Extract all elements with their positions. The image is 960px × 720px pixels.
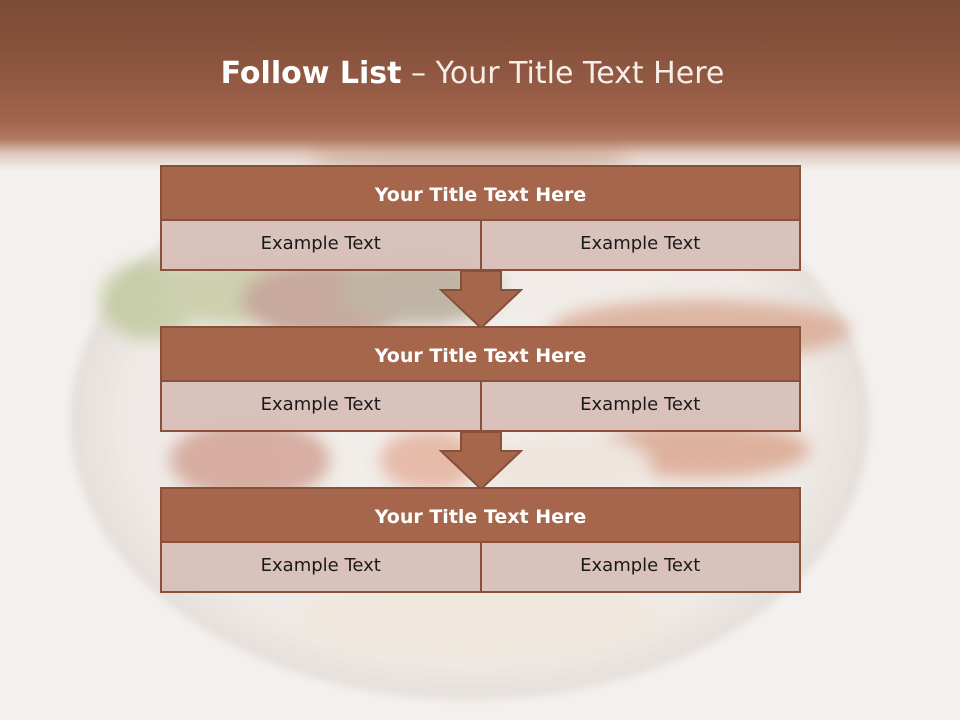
block-row: Example Text Example Text — [160, 221, 801, 271]
title-rest: – Your Title Text Here — [411, 56, 725, 91]
block-title: Your Title Text Here — [160, 487, 801, 543]
slide-title: Follow List – Your Title Text Here — [0, 56, 945, 91]
block-row: Example Text Example Text — [160, 382, 801, 432]
down-arrow-icon — [439, 270, 523, 330]
down-arrow-icon — [439, 431, 523, 491]
block-row: Example Text Example Text — [160, 543, 801, 593]
block-cell-right: Example Text — [481, 543, 801, 593]
header-band — [0, 0, 960, 170]
block-cell-left: Example Text — [160, 382, 482, 432]
list-block-2: Your Title Text Here Example Text Exampl… — [160, 326, 801, 432]
block-cell-left: Example Text — [160, 221, 482, 271]
block-cell-right: Example Text — [481, 382, 801, 432]
title-bold: Follow List — [220, 56, 402, 91]
block-title: Your Title Text Here — [160, 165, 801, 221]
list-block-1: Your Title Text Here Example Text Exampl… — [160, 165, 801, 271]
block-cell-left: Example Text — [160, 543, 482, 593]
block-title: Your Title Text Here — [160, 326, 801, 382]
block-cell-right: Example Text — [481, 221, 801, 271]
list-block-3: Your Title Text Here Example Text Exampl… — [160, 487, 801, 593]
